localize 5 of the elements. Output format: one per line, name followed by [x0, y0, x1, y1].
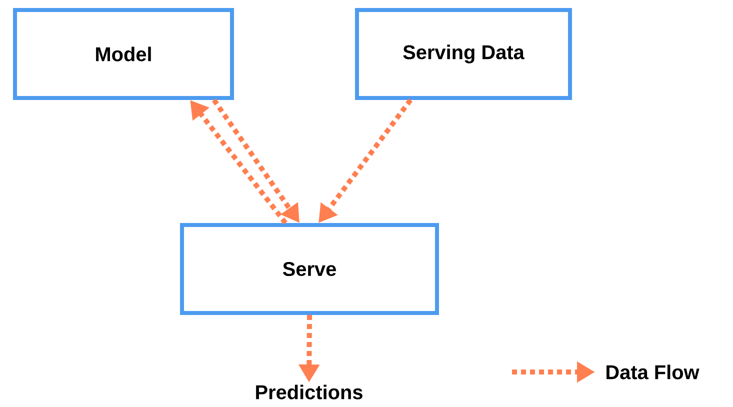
output-label: Predictions: [256, 384, 362, 400]
process-box: Model: [13, 8, 234, 100]
process-box: Serving Data: [355, 8, 572, 100]
legend-label: Data Flow: [606, 364, 700, 380]
process-box: Serve: [180, 223, 439, 315]
